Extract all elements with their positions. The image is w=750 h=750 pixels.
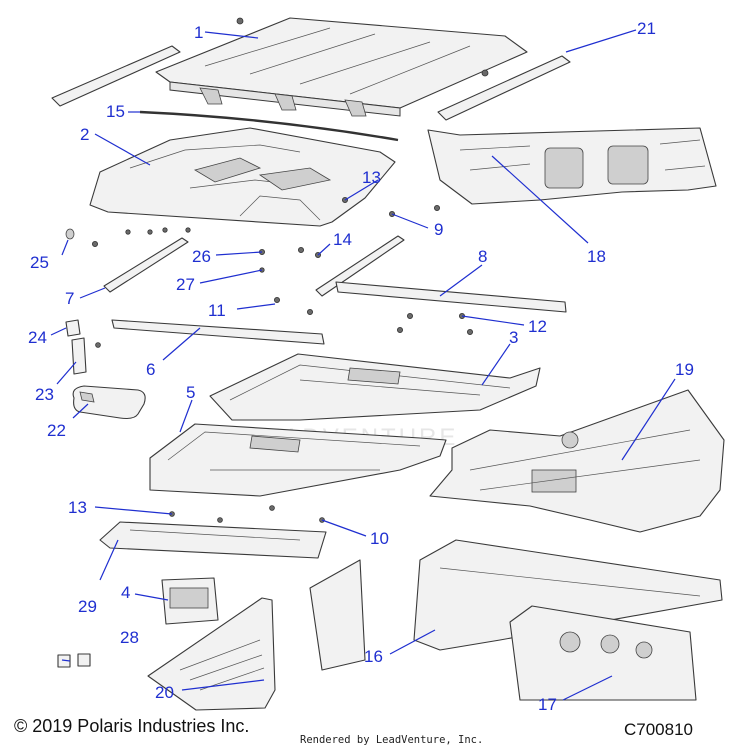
switch-panel <box>161 577 219 625</box>
firewall-assembly <box>429 389 725 533</box>
callout-18: 18 <box>587 247 606 266</box>
callout-7: 7 <box>65 289 74 308</box>
clip <box>65 228 75 240</box>
callout-24: 24 <box>28 328 47 347</box>
callout-1: 1 <box>194 23 203 42</box>
dash-panel <box>99 521 327 559</box>
roof-panel <box>155 17 528 117</box>
leader-lines <box>50 29 676 701</box>
callout-20: 20 <box>155 683 174 702</box>
callout-11: 11 <box>208 301 226 320</box>
lower-floor-panel <box>149 423 447 497</box>
rear-view-mirror <box>72 385 146 420</box>
drawing-code: C700810 <box>624 720 694 739</box>
roof-rail-trim <box>51 45 571 121</box>
callout-13-lower: 13 <box>68 498 87 517</box>
fastener-row <box>92 196 473 335</box>
headliner <box>89 127 396 227</box>
roof-seal <box>139 110 399 142</box>
windshield-seal <box>111 319 325 345</box>
callout-23: 23 <box>35 385 54 404</box>
clip <box>77 653 91 667</box>
callout-5: 5 <box>186 383 195 402</box>
callout-16: 16 <box>364 647 383 666</box>
callout-13-upper: 13 <box>362 168 381 187</box>
callout-labels: 1 2 3 4 5 6 7 8 9 10 11 12 13 13 14 15 1… <box>28 19 694 714</box>
callout-26: 26 <box>192 247 211 266</box>
callout-29: 29 <box>78 597 97 616</box>
upper-floor-panel <box>209 353 541 421</box>
fastener <box>269 505 275 511</box>
callout-12: 12 <box>528 317 547 336</box>
callout-15: 15 <box>106 102 125 121</box>
callout-2: 2 <box>80 125 89 144</box>
callout-8: 8 <box>478 247 487 266</box>
rendered-by-credit: Rendered by LeadVenture, Inc. <box>300 734 484 746</box>
callout-21: 21 <box>637 19 656 38</box>
callout-9: 9 <box>434 220 443 239</box>
callout-28: 28 <box>120 628 139 647</box>
rear-wall <box>509 605 697 701</box>
callout-22: 22 <box>47 421 66 440</box>
callout-19: 19 <box>675 360 694 379</box>
callout-3: 3 <box>509 328 518 347</box>
mirror-bracket <box>65 319 101 375</box>
callout-14: 14 <box>333 230 352 249</box>
callout-4: 4 <box>121 583 130 602</box>
fastener <box>217 517 223 523</box>
callout-25: 25 <box>30 253 49 272</box>
side-seal-left <box>103 237 189 293</box>
side-seal-right <box>315 235 405 297</box>
callout-17: 17 <box>538 695 557 714</box>
callout-27: 27 <box>176 275 195 294</box>
callout-10: 10 <box>370 529 389 548</box>
cross-bar <box>335 281 567 313</box>
front-cowl-frame <box>427 127 717 205</box>
callout-6: 6 <box>146 360 155 379</box>
copyright-notice: © 2019 Polaris Industries Inc. <box>14 716 250 736</box>
